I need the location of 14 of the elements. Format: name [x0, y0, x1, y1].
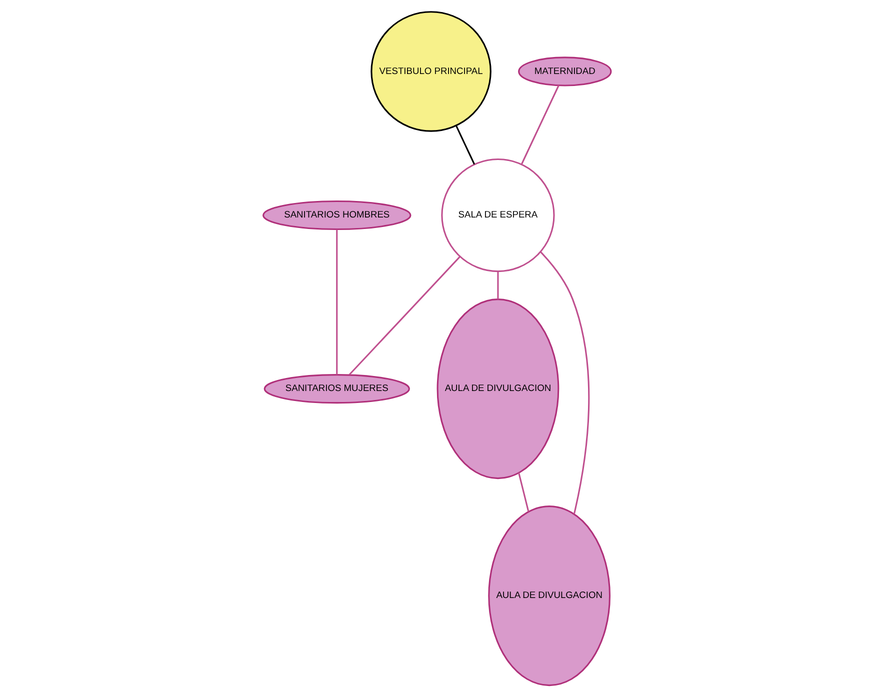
connector	[455, 125, 475, 165]
node-ellipse: AULA DE DIVULGACION	[488, 506, 610, 686]
node-circle: VESTIBULO PRINCIPAL	[370, 11, 491, 132]
connector	[348, 256, 460, 376]
node-ellipse: SANITARIOS MUJERES	[263, 374, 410, 404]
node-ellipse: SANITARIOS HOMBRES	[262, 200, 411, 230]
connector	[540, 251, 590, 514]
connector	[496, 271, 498, 300]
connector	[336, 230, 338, 375]
connector	[518, 472, 529, 512]
node-ellipse: AULA DE DIVULGACION	[436, 298, 559, 480]
connector	[520, 85, 559, 164]
node-circle: SALA DE ESPERA	[440, 158, 554, 272]
node-ellipse: MATERNIDAD	[518, 56, 612, 86]
